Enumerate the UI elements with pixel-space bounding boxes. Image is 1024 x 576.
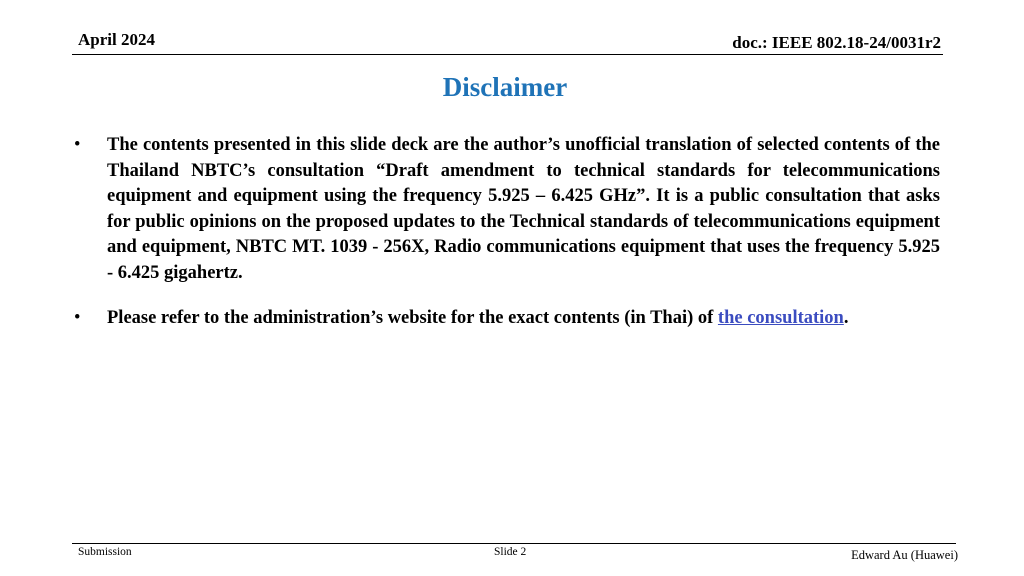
footer-divider — [72, 543, 956, 544]
slide-title: Disclaimer — [442, 72, 568, 102]
footer-author: Edward Au (Huawei) — [851, 548, 958, 562]
bullet-item-translation: • The contents presented in this slide d… — [72, 133, 940, 287]
footer-submission: Submission — [78, 546, 132, 558]
bullet-list: • The contents presented in this slide d… — [72, 133, 940, 350]
bullet-text: Please refer to the administration’s web… — [107, 307, 718, 328]
header-doc-id: doc.: IEEE 802.18-24/0031r2 — [732, 33, 941, 52]
footer-slide-number: Slide 2 — [494, 546, 527, 558]
header-date: April 2024 — [78, 30, 155, 49]
bullet-text: The contents presented in this slide dec… — [107, 135, 940, 283]
bullet-text-end: . — [843, 307, 849, 328]
bullet-icon: • — [74, 307, 81, 328]
bullet-icon: • — [74, 135, 81, 155]
header-divider — [72, 54, 943, 55]
consultation-link[interactable]: the consultation — [717, 307, 844, 328]
bullet-item-refer: • Please refer to the administration’s w… — [72, 306, 940, 332]
